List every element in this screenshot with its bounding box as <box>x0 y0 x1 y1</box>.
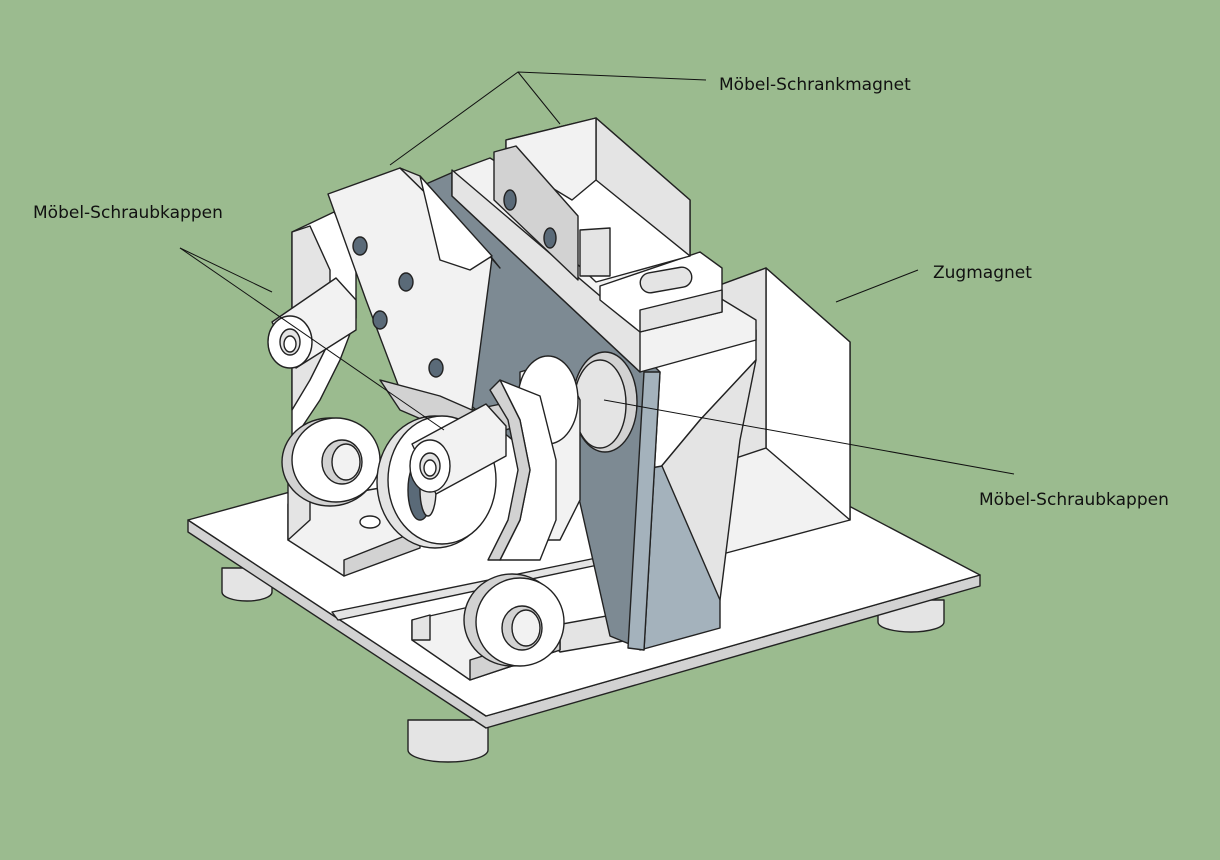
slot-hole <box>639 266 693 294</box>
front-cylinder-cap <box>409 403 507 495</box>
leader-screw-caps-left <box>179 247 273 293</box>
cabinet-magnet-assembly <box>451 117 757 373</box>
right-lower-ring <box>463 573 565 667</box>
leader-lines <box>179 71 1015 475</box>
label-screw-caps-right: Möbel-Schraubkappen <box>979 490 1169 510</box>
flat-hole-plate <box>327 167 541 441</box>
label-cabinet-magnet: Möbel-Schrankmagnet <box>719 75 911 95</box>
leader-screw-caps-right <box>603 399 1015 475</box>
leader-pull-magnet <box>835 269 919 303</box>
labels: Möbel-Schrankmagnet Möbel-Schraubkappen … <box>33 75 1169 510</box>
left-cylinder-cap <box>267 277 357 369</box>
label-screw-caps-left: Möbel-Schraubkappen <box>33 203 223 223</box>
label-pull-magnet: Zugmagnet <box>933 263 1032 283</box>
